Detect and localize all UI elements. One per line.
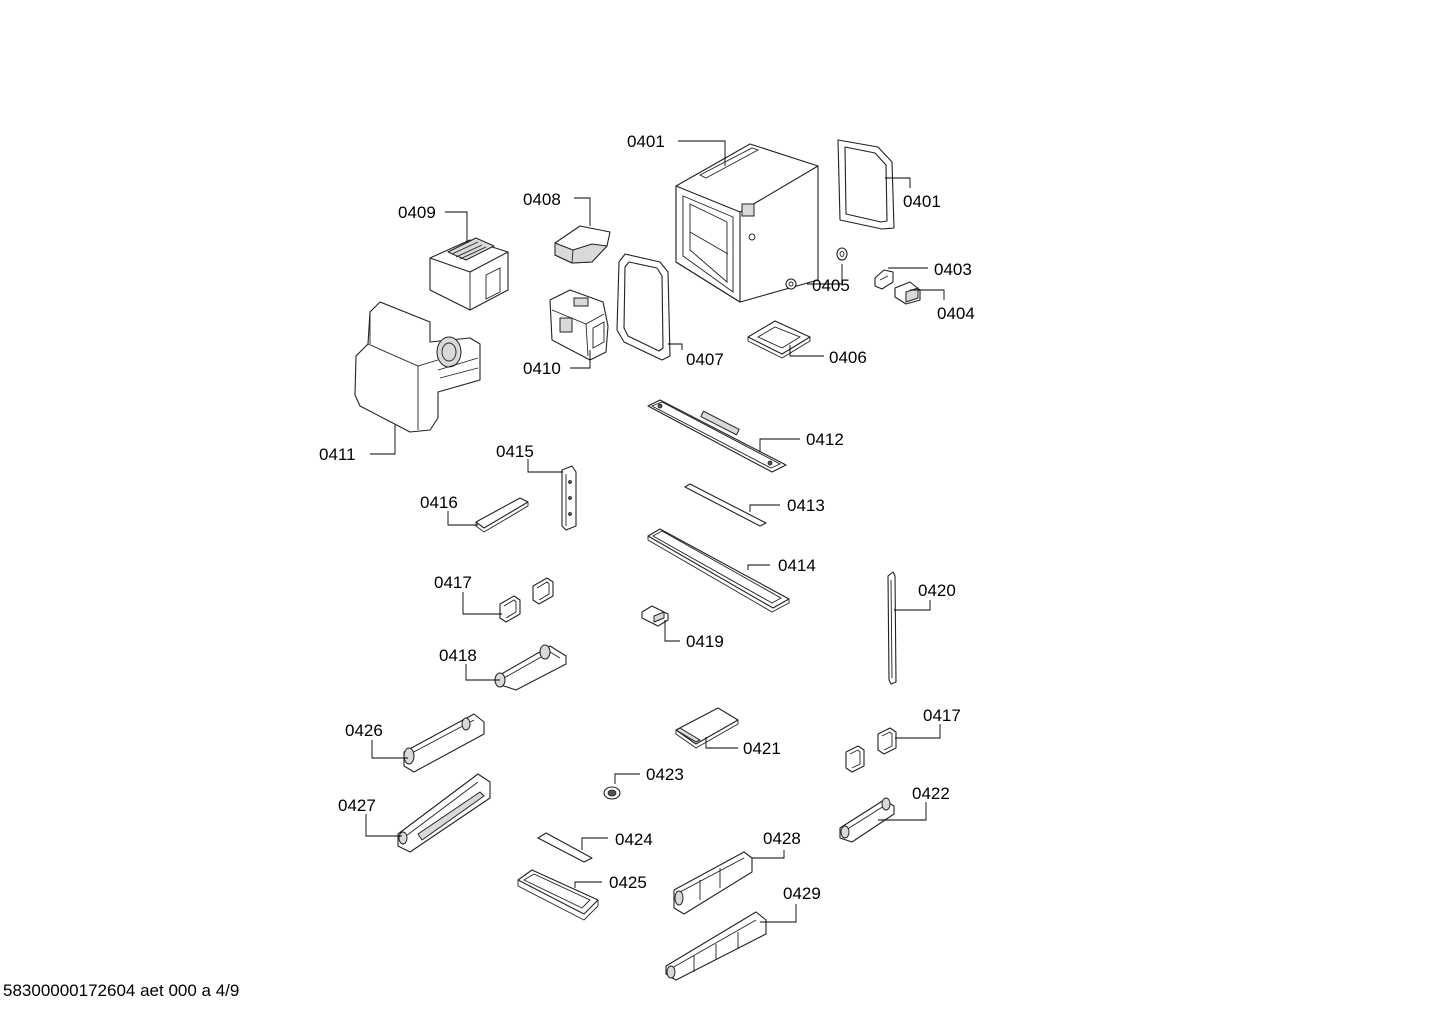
part-0413-strip <box>684 483 767 527</box>
part-label-0419: 0419 <box>686 632 724 651</box>
part-label-0420: 0420 <box>918 581 956 600</box>
part-0416-bar <box>475 497 529 533</box>
document-footer: 58300000172604 aet 000 a 4/9 <box>3 981 240 1000</box>
part-0429-bracket <box>665 911 767 981</box>
part-label-0428: 0428 <box>763 829 801 848</box>
part-label-0401-gasket: 0401 <box>903 192 941 211</box>
part-labels: 0401 0401 0403 0404 0405 0406 0407 0408 … <box>319 132 975 903</box>
part-label-0427: 0427 <box>338 796 376 815</box>
part-0401-housing <box>675 143 819 303</box>
part-0405-screws <box>785 247 848 290</box>
part-0406-frame <box>747 320 811 359</box>
part-label-0416: 0416 <box>420 493 458 512</box>
part-label-0409: 0409 <box>398 203 436 222</box>
part-0424-strip <box>537 832 593 863</box>
part-label-0421: 0421 <box>743 739 781 758</box>
part-label-0417-right: 0417 <box>923 706 961 725</box>
part-label-0414: 0414 <box>778 556 816 575</box>
part-0407-gasket <box>616 253 671 361</box>
part-label-0422: 0422 <box>912 784 950 803</box>
part-0423-knob <box>603 786 621 800</box>
part-0415-bracket <box>561 465 577 531</box>
part-0428-hinge <box>673 851 753 915</box>
part-label-0417-left: 0417 <box>434 573 472 592</box>
part-label-0407: 0407 <box>686 350 724 369</box>
part-label-0408: 0408 <box>523 190 561 209</box>
part-0403-clip <box>874 269 894 290</box>
part-label-0423: 0423 <box>646 765 684 784</box>
part-0408-cover <box>554 225 611 264</box>
part-0422-hinge <box>839 797 895 843</box>
part-label-0410: 0410 <box>523 359 561 378</box>
leader-lines <box>365 140 945 923</box>
part-0404-bracket <box>894 281 921 305</box>
part-0420-rail <box>887 571 897 685</box>
part-label-0415: 0415 <box>496 442 534 461</box>
part-0421-plate <box>675 707 739 749</box>
part-label-0418: 0418 <box>439 646 477 665</box>
part-0425-tray <box>517 869 599 921</box>
part-0410-module <box>549 289 609 361</box>
part-0418-hinge <box>494 644 567 691</box>
part-label-0413: 0413 <box>787 496 825 515</box>
part-label-0403: 0403 <box>934 260 972 279</box>
part-0426-hinge <box>403 713 485 773</box>
part-label-0405: 0405 <box>812 276 850 295</box>
part-label-0425: 0425 <box>609 873 647 892</box>
part-0412-rail <box>647 399 787 473</box>
part-0411-ice-bucket <box>354 301 481 433</box>
part-label-0411: 0411 <box>319 445 356 464</box>
part-0409-motor-unit <box>429 237 509 311</box>
part-label-0412: 0412 <box>806 430 844 449</box>
part-label-0404: 0404 <box>937 304 975 323</box>
part-label-0406: 0406 <box>829 348 867 367</box>
part-label-0424: 0424 <box>615 830 653 849</box>
part-0414-tray <box>647 528 790 613</box>
part-0417-pads-left <box>499 577 554 623</box>
part-label-0429: 0429 <box>783 884 821 903</box>
part-label-0426: 0426 <box>345 721 383 740</box>
part-0401-gasket <box>837 139 895 230</box>
part-0417-pads-right <box>845 727 897 773</box>
part-label-0401-housing: 0401 <box>627 132 665 151</box>
part-0419-latch <box>641 605 669 627</box>
part-0427-hinge <box>397 773 491 853</box>
